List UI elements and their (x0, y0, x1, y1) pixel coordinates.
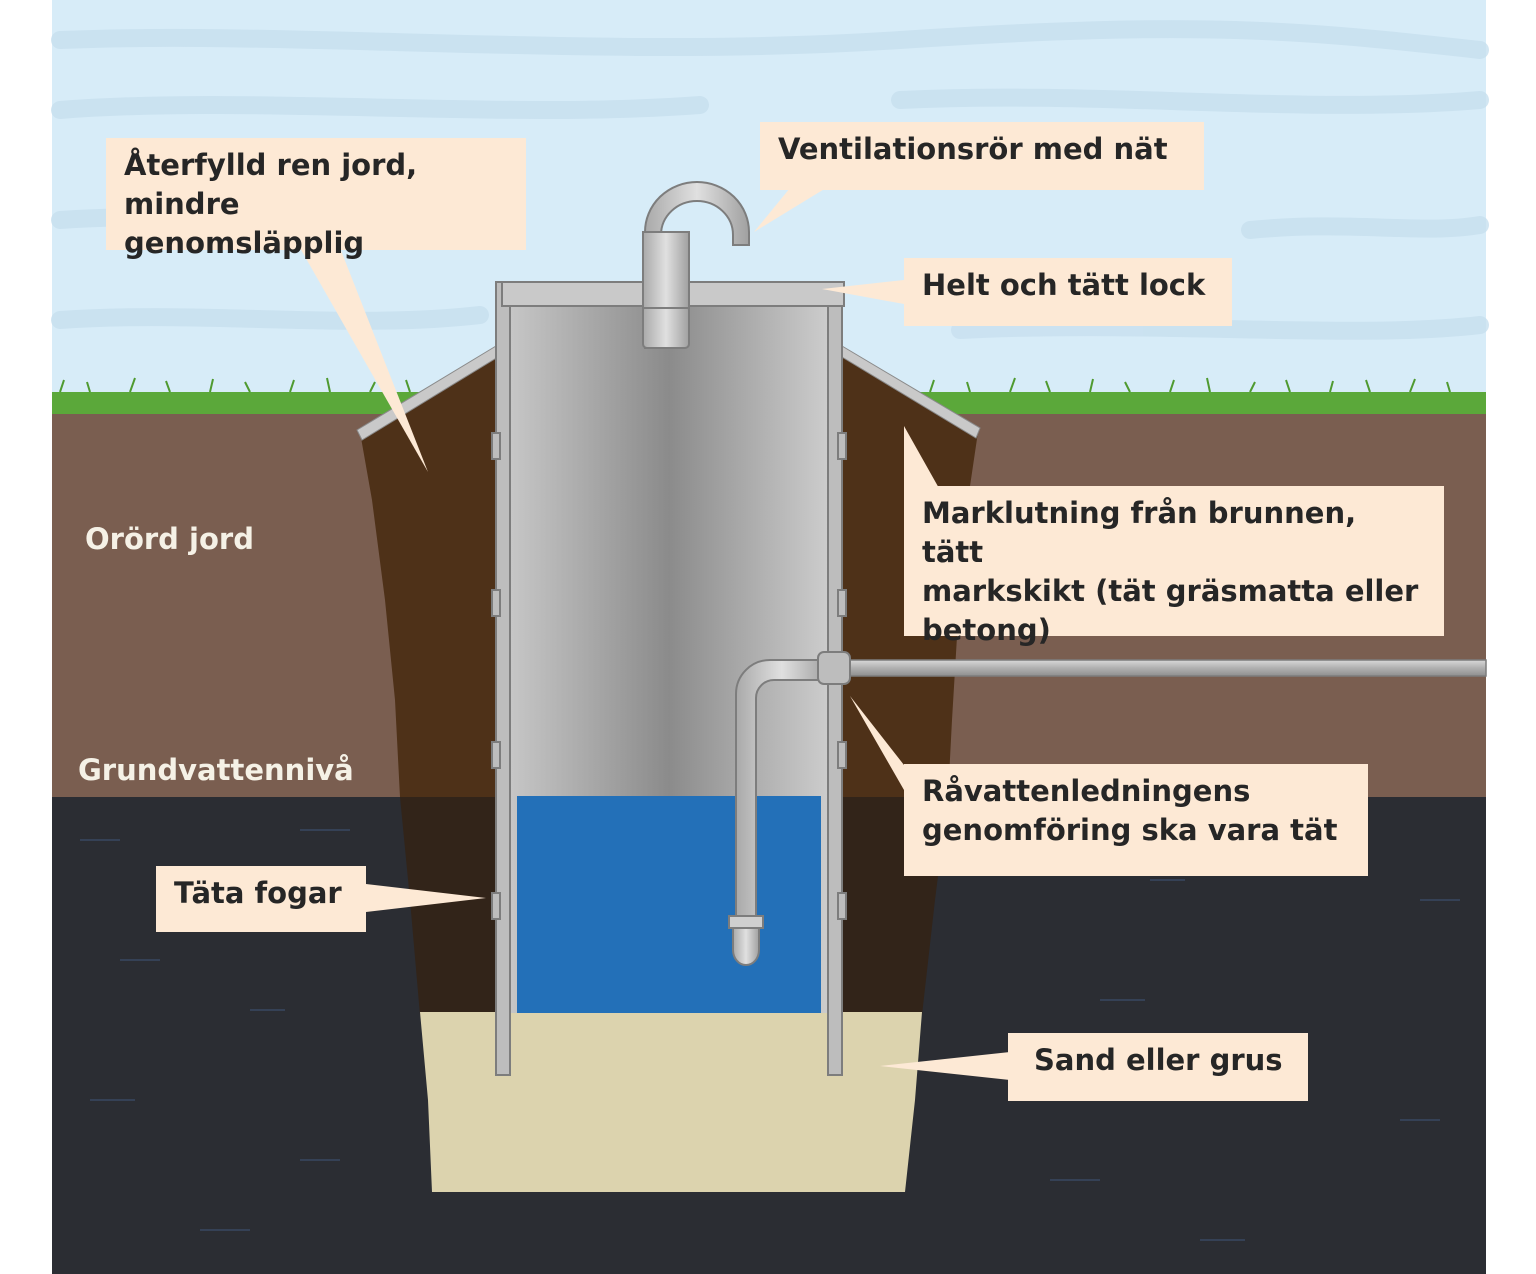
pointer-sand (880, 1052, 1010, 1080)
label-undisturbed-soil: Orörd jord (85, 522, 254, 556)
callout-pipe-passage: Råvattenledningens genomföring ska vara … (904, 764, 1368, 876)
label-groundwater-level: Grundvattennivå (78, 753, 354, 787)
callout-slope: Marklutning från brunnen, tätt markskikt… (904, 486, 1444, 647)
vent-pipe-lower (642, 305, 690, 349)
callout-joints: Täta fogar (156, 866, 366, 932)
callout-backfill: Återfylld ren jord, mindre genomsläpplig (106, 138, 526, 260)
sand-gravel-bed (420, 1012, 922, 1192)
raw-water-pipe-elbow (735, 659, 829, 921)
callout-lid: Helt och tätt lock (904, 258, 1232, 326)
raw-water-pipe-intake (732, 927, 760, 966)
raw-water-pipe-coupling (728, 915, 764, 929)
callout-pointers (300, 188, 1010, 1080)
well-water (517, 796, 821, 1013)
pointer-passage (850, 696, 904, 790)
pipe-passage-seal (817, 651, 851, 685)
pointer-vent (754, 188, 826, 232)
callout-sand-gravel: Sand eller grus (1008, 1033, 1308, 1101)
pointer-backfill (300, 248, 428, 472)
backfill-soil (360, 352, 498, 797)
callout-vent-pipe: Ventilationsrör med nät (760, 122, 1204, 190)
raw-water-pipe-horizontal (845, 659, 1487, 677)
vent-pipe-shaft (642, 231, 690, 309)
grass-blades (59, 377, 1451, 393)
pointer-lid (822, 280, 904, 304)
pointer-joints (366, 884, 486, 912)
backfill-wet (400, 797, 498, 1015)
pointer-slope (904, 426, 940, 490)
well-wall-left (495, 281, 511, 1076)
well-joints (491, 432, 847, 920)
